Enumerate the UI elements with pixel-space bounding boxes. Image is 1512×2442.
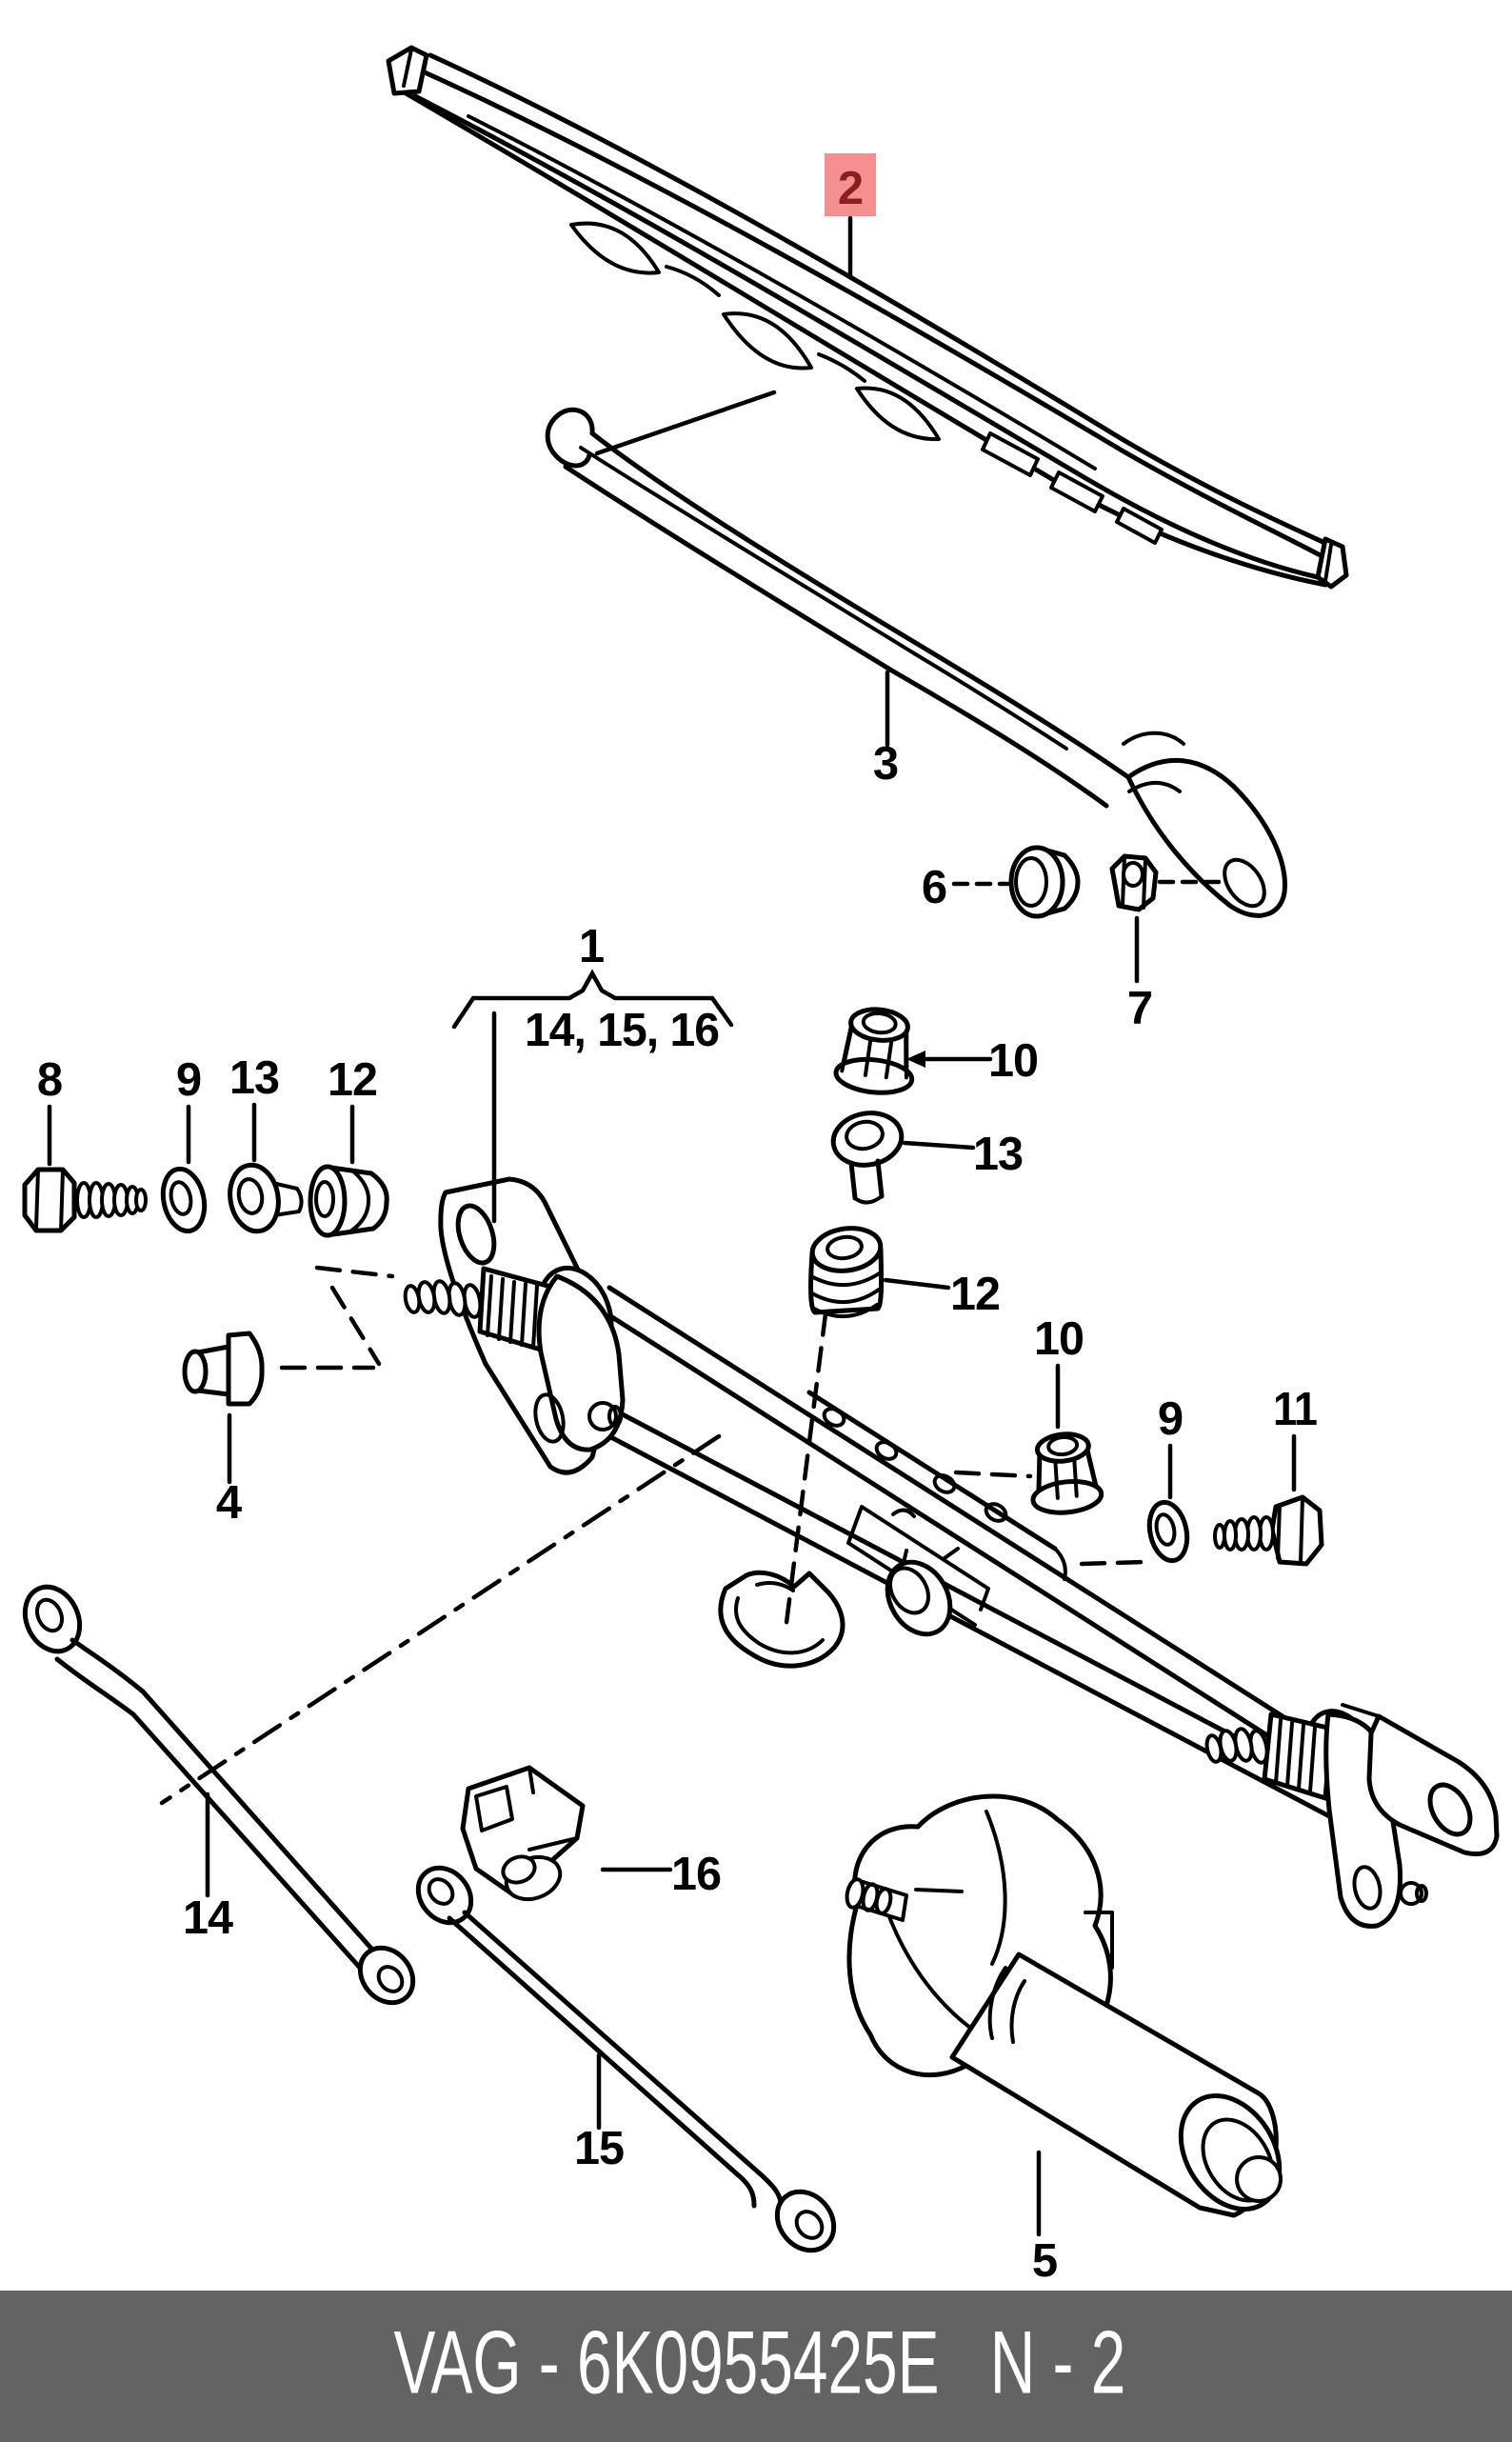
bushing-part-12-left <box>308 1164 389 1238</box>
leader-lines <box>47 215 1297 2237</box>
grommet-part-13-top <box>830 1111 905 1205</box>
leader-blade-to-hook <box>594 390 777 456</box>
callout-13-top: 13 <box>973 1129 1023 1180</box>
wiper-blade-part-2 <box>386 45 1349 590</box>
callout-3: 3 <box>873 738 898 790</box>
group-bracket-1 <box>451 969 734 1224</box>
footer-page-number: N - 2 <box>989 2312 1126 2412</box>
link-rod-part-15 <box>415 1865 837 2253</box>
bushing-part-4 <box>182 1331 265 1407</box>
leader-dash-left-parts-to-spline <box>314 1265 395 1279</box>
callout-labels: 2 3 6 7 1 14, 15, 16 10 13 12 8 9 13 12 4 10 9 11 14 15 16 5 <box>37 163 1318 2287</box>
callout-group-14-15-16: 14, 15, 16 <box>525 1005 719 1056</box>
callout-13-left: 13 <box>229 1052 279 1104</box>
flanged-nut-part-10-right <box>1030 1431 1104 1515</box>
hex-bolt-part-8 <box>22 1167 148 1233</box>
callout-1: 1 <box>579 921 604 972</box>
arrowhead-10-top <box>906 1051 925 1068</box>
callout-11: 11 <box>1273 1384 1317 1435</box>
callout-5: 5 <box>1032 2235 1057 2287</box>
footer-bar: VAG - 6K0955425E N - 2 <box>0 2291 1512 2442</box>
callout-12-left: 12 <box>328 1054 377 1106</box>
callout-8: 8 <box>37 1054 62 1106</box>
callout-4: 4 <box>216 1477 242 1529</box>
linkage-frame-part-1 <box>403 1176 1500 1929</box>
highlight-box-part-2 <box>825 153 876 216</box>
washer-part-9-right <box>1146 1499 1190 1564</box>
callout-10-top: 10 <box>988 1035 1038 1087</box>
bracket-part-16 <box>460 1765 586 1902</box>
callout-6: 6 <box>922 862 946 913</box>
wiper-arm-part-3 <box>545 407 1287 918</box>
leader-dash-12-to-bracket <box>784 1273 833 1626</box>
callout-16: 16 <box>671 1849 721 1900</box>
callout-15: 15 <box>574 2123 624 2174</box>
footer-part-number: VAG - 6K0955425E <box>393 2312 940 2412</box>
cap-part-6 <box>1008 845 1081 919</box>
leader-dash-rods-to-crank <box>159 1433 722 1806</box>
grommet-part-13-left <box>228 1162 304 1234</box>
hex-nut-part-7 <box>1109 853 1159 912</box>
link-rod-part-14 <box>22 1584 416 2006</box>
hex-bolt-part-11 <box>1213 1494 1324 1567</box>
callout-2: 2 <box>838 163 863 214</box>
callout-7: 7 <box>1127 983 1152 1034</box>
wiper-motor-part-5 <box>845 1793 1283 2218</box>
flanged-nut-part-10-top <box>833 1007 915 1095</box>
callout-9-left: 9 <box>176 1054 201 1106</box>
washer-part-9-left <box>160 1166 208 1234</box>
callout-10-right: 10 <box>1034 1313 1084 1365</box>
callout-14: 14 <box>183 1892 233 1944</box>
bushing-part-12-top <box>808 1226 885 1319</box>
callout-12-top: 12 <box>950 1269 1000 1320</box>
leader-dash-diagonal <box>329 1285 382 1367</box>
callout-9-right: 9 <box>1158 1393 1183 1445</box>
